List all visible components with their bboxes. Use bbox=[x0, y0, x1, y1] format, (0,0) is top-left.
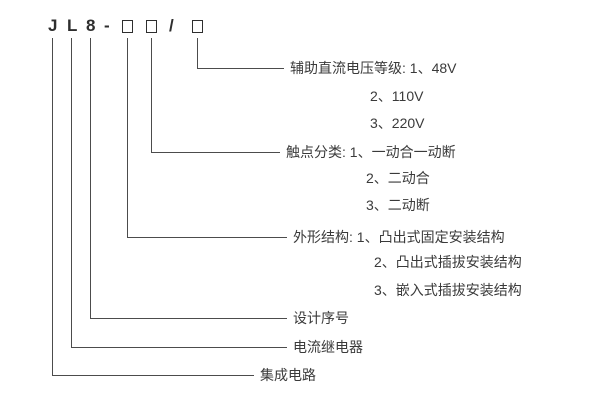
legend-contact-label: 触点分类: 1、一动合一动断 bbox=[286, 144, 456, 160]
legend-structure-label: 外形结构: 1、凸出式固定安装结构 bbox=[293, 229, 505, 245]
model-char-8: 8 bbox=[86, 16, 96, 35]
legend-contact-item-3: 3、二动断 bbox=[366, 197, 430, 213]
connector-horizontal-circuit bbox=[52, 375, 254, 376]
placeholder-box-structure bbox=[122, 20, 133, 33]
placeholder-box-voltage bbox=[192, 20, 203, 33]
legend-circuit-label: 集成电路 bbox=[260, 367, 316, 383]
model-char-slash: / bbox=[169, 16, 174, 35]
connector-horizontal-structure bbox=[127, 237, 287, 238]
connector-vertical-relay bbox=[71, 38, 72, 347]
legend-relay-label: 电流继电器 bbox=[293, 339, 363, 355]
connector-vertical-structure bbox=[127, 38, 128, 237]
connector-horizontal-voltage bbox=[197, 68, 284, 69]
connector-horizontal-serial bbox=[90, 318, 287, 319]
connector-vertical-serial bbox=[90, 38, 91, 318]
legend-structure-item-2: 2、凸出式插拔安装结构 bbox=[374, 254, 522, 270]
legend-voltage-item-3: 3、220V bbox=[370, 115, 425, 131]
legend-serial-label: 设计序号 bbox=[293, 310, 349, 326]
legend-voltage-item-2: 2、110V bbox=[370, 88, 424, 104]
legend-contact-item-2: 2、二动合 bbox=[366, 170, 430, 186]
legend-structure-item-3: 3、嵌入式插拔安装结构 bbox=[374, 282, 522, 298]
placeholder-box-contact bbox=[146, 20, 157, 33]
connector-vertical-voltage bbox=[197, 38, 198, 68]
model-char-l: L bbox=[67, 16, 78, 35]
legend-voltage-label: 辅助直流电压等级: 1、48V bbox=[290, 60, 457, 76]
connector-horizontal-contact bbox=[151, 152, 280, 153]
connector-horizontal-relay bbox=[71, 347, 287, 348]
model-char-j: J bbox=[48, 16, 58, 35]
model-char-dash: - bbox=[104, 16, 110, 35]
connector-vertical-circuit bbox=[52, 38, 53, 375]
connector-vertical-contact bbox=[151, 38, 152, 152]
